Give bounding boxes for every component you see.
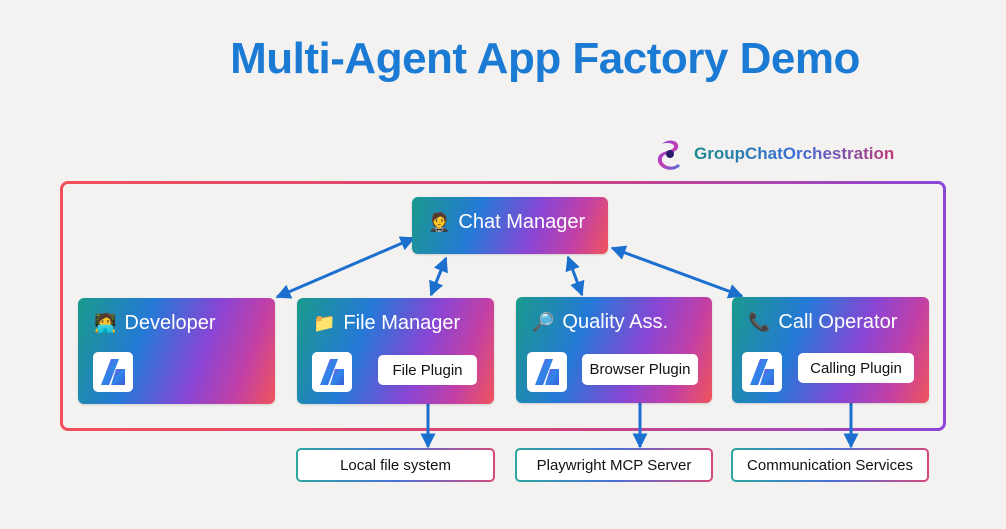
agent-card-quality[interactable]: 🔎 Quality Ass. Browser Plugin xyxy=(516,297,712,403)
arrow-chat-call-operator xyxy=(610,245,744,299)
resource-communication-services[interactable]: Communication Services xyxy=(731,448,929,482)
agent-card-file-manager[interactable]: 📁 File Manager File Plugin xyxy=(297,298,494,404)
orchestration-label: GroupChatOrchestration xyxy=(656,138,894,170)
resource-local-file-system[interactable]: Local file system xyxy=(296,448,495,482)
agent-label-quality: Quality Ass. xyxy=(562,311,669,333)
developer-emoji-icon: 🧑‍💻 xyxy=(94,313,117,333)
agent-logo-developer xyxy=(93,352,133,392)
agent-card-call-operator[interactable]: 📞 Call Operator Calling Plugin xyxy=(732,297,929,403)
agent-label-file-manager: File Manager xyxy=(343,312,461,334)
folder-icon: 📁 xyxy=(313,313,336,333)
agent-logo-quality xyxy=(527,352,567,392)
foundry-logo-icon xyxy=(750,359,774,385)
foundry-logo-icon xyxy=(320,359,344,385)
file-plugin-box[interactable]: File Plugin xyxy=(378,355,477,385)
semantic-kernel-logo-icon xyxy=(657,140,680,170)
page-title: Multi-Agent App Factory Demo xyxy=(230,34,860,83)
magnifier-icon: 🔎 xyxy=(532,312,555,332)
foundry-logo-icon xyxy=(101,359,125,385)
calling-plugin-box[interactable]: Calling Plugin xyxy=(798,353,914,383)
chat-manager-label: Chat Manager xyxy=(458,211,586,233)
agent-logo-call-operator xyxy=(742,352,782,392)
browser-plugin-box[interactable]: Browser Plugin xyxy=(582,354,698,385)
agent-label-developer: Developer xyxy=(124,312,216,334)
agent-card-developer[interactable]: 🧑‍💻 Developer xyxy=(78,298,275,404)
phone-icon: 📞 xyxy=(748,312,771,332)
arrow-chat-developer xyxy=(275,236,416,299)
resource-playwright-mcp-server[interactable]: Playwright MCP Server xyxy=(515,448,713,482)
arrow-chat-file-manager xyxy=(429,256,448,297)
orchestration-title: GroupChatOrchestration xyxy=(694,144,895,163)
agent-label-call-operator: Call Operator xyxy=(778,311,898,333)
manager-emoji-icon: 🤵 xyxy=(428,212,451,232)
arrow-chat-quality xyxy=(565,255,585,297)
chat-manager-card[interactable]: 🤵 Chat Manager xyxy=(412,197,608,254)
foundry-logo-icon xyxy=(535,359,559,385)
agent-logo-file-manager xyxy=(312,352,352,392)
